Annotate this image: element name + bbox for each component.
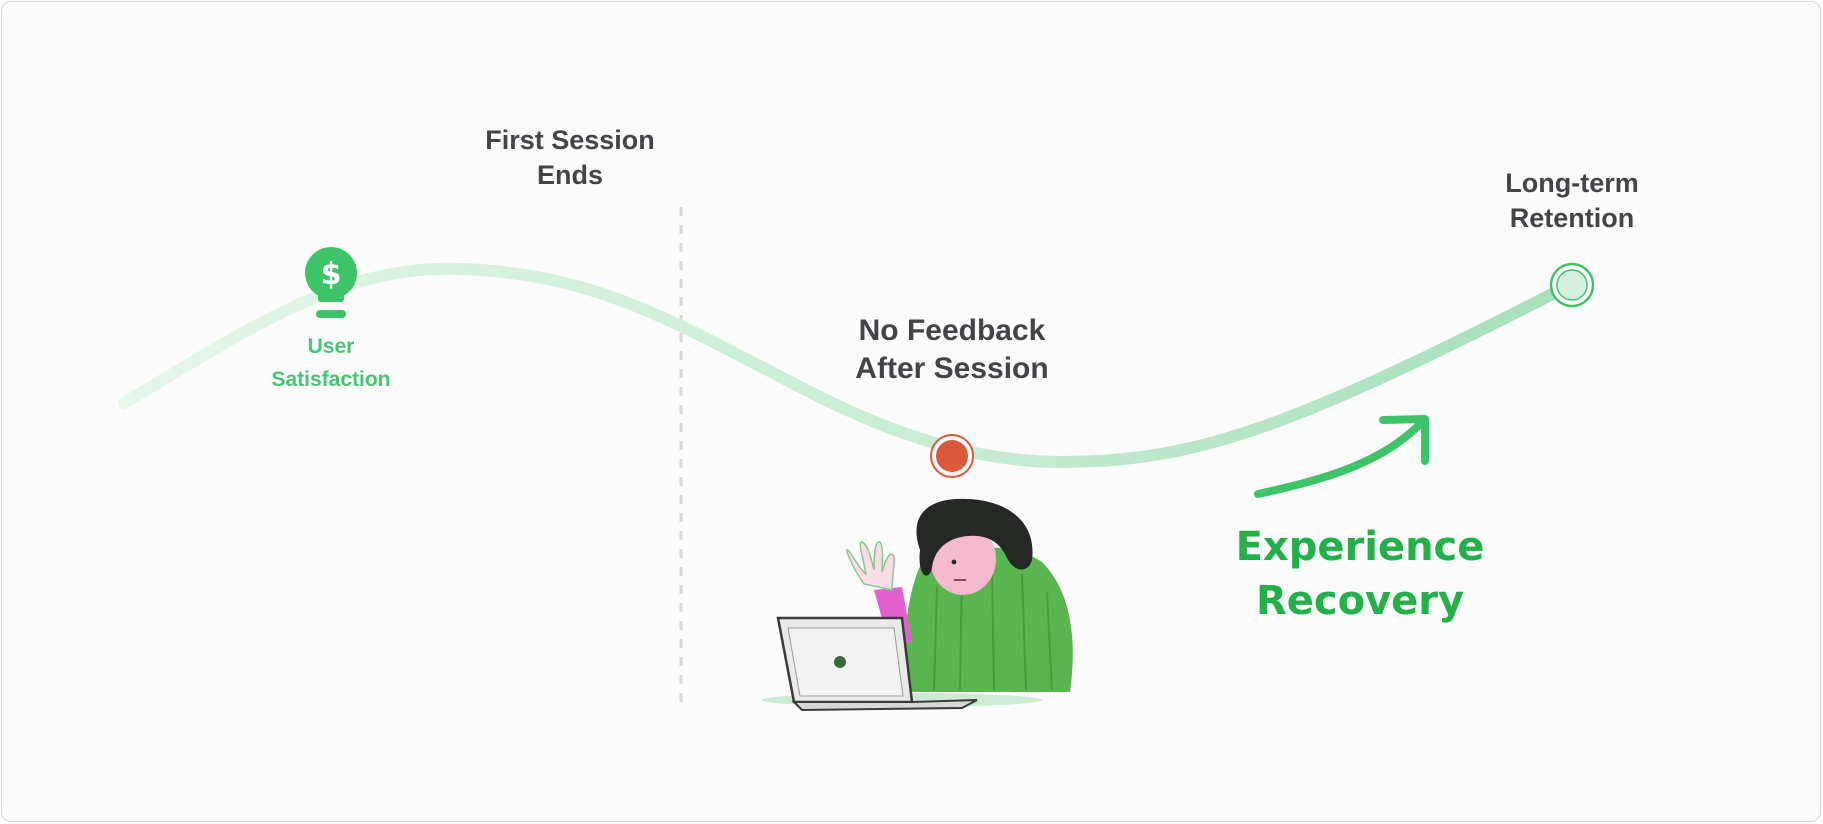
woman-at-laptop-illustration [762, 498, 1073, 712]
retention-end-marker [1549, 262, 1595, 308]
user-satisfaction-label: User Satisfaction [271, 335, 391, 391]
drop-point-marker [930, 434, 974, 478]
no-feedback-label: No Feedback After Session [855, 314, 1049, 386]
curved-arrow-icon [1254, 415, 1429, 498]
satisfaction-curve [118, 262, 1576, 469]
svg-text:$: $ [321, 257, 342, 292]
experience-recovery-label: Experience Recovery [1235, 524, 1485, 624]
first-session-ends-label: First Session Ends [485, 125, 655, 190]
lightbulb-dollar-icon: $ [305, 247, 357, 318]
long-term-retention-label: Long-term Retention [1505, 168, 1639, 233]
